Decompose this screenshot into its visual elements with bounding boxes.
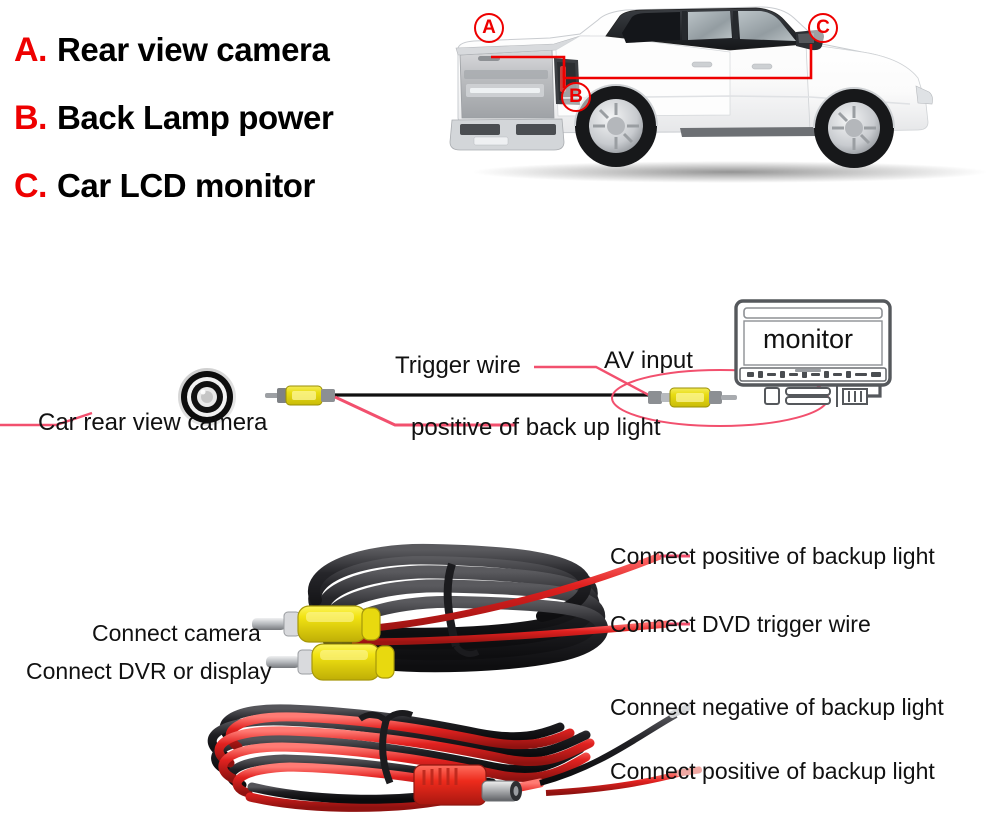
camera-lens-icon xyxy=(178,368,236,426)
black-lead-wire xyxy=(539,712,678,786)
connect-positive-backup-label: Connect positive of backup light xyxy=(610,543,935,569)
legend-label-c: Car LCD monitor xyxy=(57,167,316,204)
rca-plug-lower xyxy=(266,643,395,681)
positive-leader xyxy=(0,411,93,427)
power-cable-photo xyxy=(207,702,703,812)
callout-label-a: A xyxy=(482,17,496,38)
legend-list: A. Rear view camera B. Back Lamp power C… xyxy=(14,30,444,234)
power-cable-section: Connect negative of backup light Connect… xyxy=(0,685,1002,833)
rca-plug-upper xyxy=(252,605,381,643)
legend-item-c: C. Car LCD monitor xyxy=(14,166,444,206)
video-cable-photo xyxy=(252,543,690,681)
wiring-schematic xyxy=(0,299,892,427)
monitor-connector-icon xyxy=(764,383,882,407)
positive-backup-label: positive of back up light xyxy=(411,414,661,441)
connect-dvd-trigger-label: Connect DVD trigger wire xyxy=(610,611,871,637)
callout-label-b: B xyxy=(569,86,583,107)
monitor-label: monitor xyxy=(763,324,854,354)
camera-label: Car rear view camera xyxy=(38,409,268,436)
vehicle-illustration: A B C xyxy=(430,0,1002,185)
red-wire-upper xyxy=(349,552,662,634)
legend-label-a: Rear view camera xyxy=(57,31,330,68)
rear-wheel xyxy=(575,85,657,167)
connect-dvr-label: Connect DVR or display xyxy=(26,658,272,684)
connect-negative-backup-label: Connect negative of backup light xyxy=(610,694,944,720)
video-cable-section: Connect camera Connect DVR or display Co… xyxy=(0,520,1002,690)
connect-camera-label: Connect camera xyxy=(92,620,261,646)
front-wheel xyxy=(814,88,894,168)
monitor-icon xyxy=(734,299,892,387)
wiring-diagram: Car rear view camera Trigger wire positi… xyxy=(0,285,1002,470)
trigger-wire-label: Trigger wire xyxy=(395,352,521,379)
truck-drawing xyxy=(449,6,988,183)
legend-label-b: Back Lamp power xyxy=(57,99,334,136)
legend-item-a: A. Rear view camera xyxy=(14,30,444,70)
callout-circle-c: C xyxy=(808,13,838,43)
red-wire-lower xyxy=(351,620,669,646)
red-positive-wire xyxy=(334,395,515,427)
legend-letter-b: B. xyxy=(14,99,48,137)
callout-label-c: C xyxy=(816,17,830,38)
callout-circle-b: B xyxy=(561,82,591,112)
trigger-wire-leader xyxy=(534,365,661,403)
av-rca-plug-icon xyxy=(648,387,737,408)
dc-barrel-plug xyxy=(413,764,522,806)
power-cable-coil xyxy=(207,704,595,812)
connect-positive-backup-label-2: Connect positive of backup light xyxy=(610,758,935,784)
camera-rca-plug-icon xyxy=(265,385,335,406)
av-input-label: AV input xyxy=(604,347,693,374)
legend-item-b: B. Back Lamp power xyxy=(14,98,444,138)
legend-letter-a: A. xyxy=(14,31,48,69)
callout-circle-a: A xyxy=(474,13,504,43)
legend-letter-c: C. xyxy=(14,167,48,205)
red-lead-wire xyxy=(545,770,683,796)
